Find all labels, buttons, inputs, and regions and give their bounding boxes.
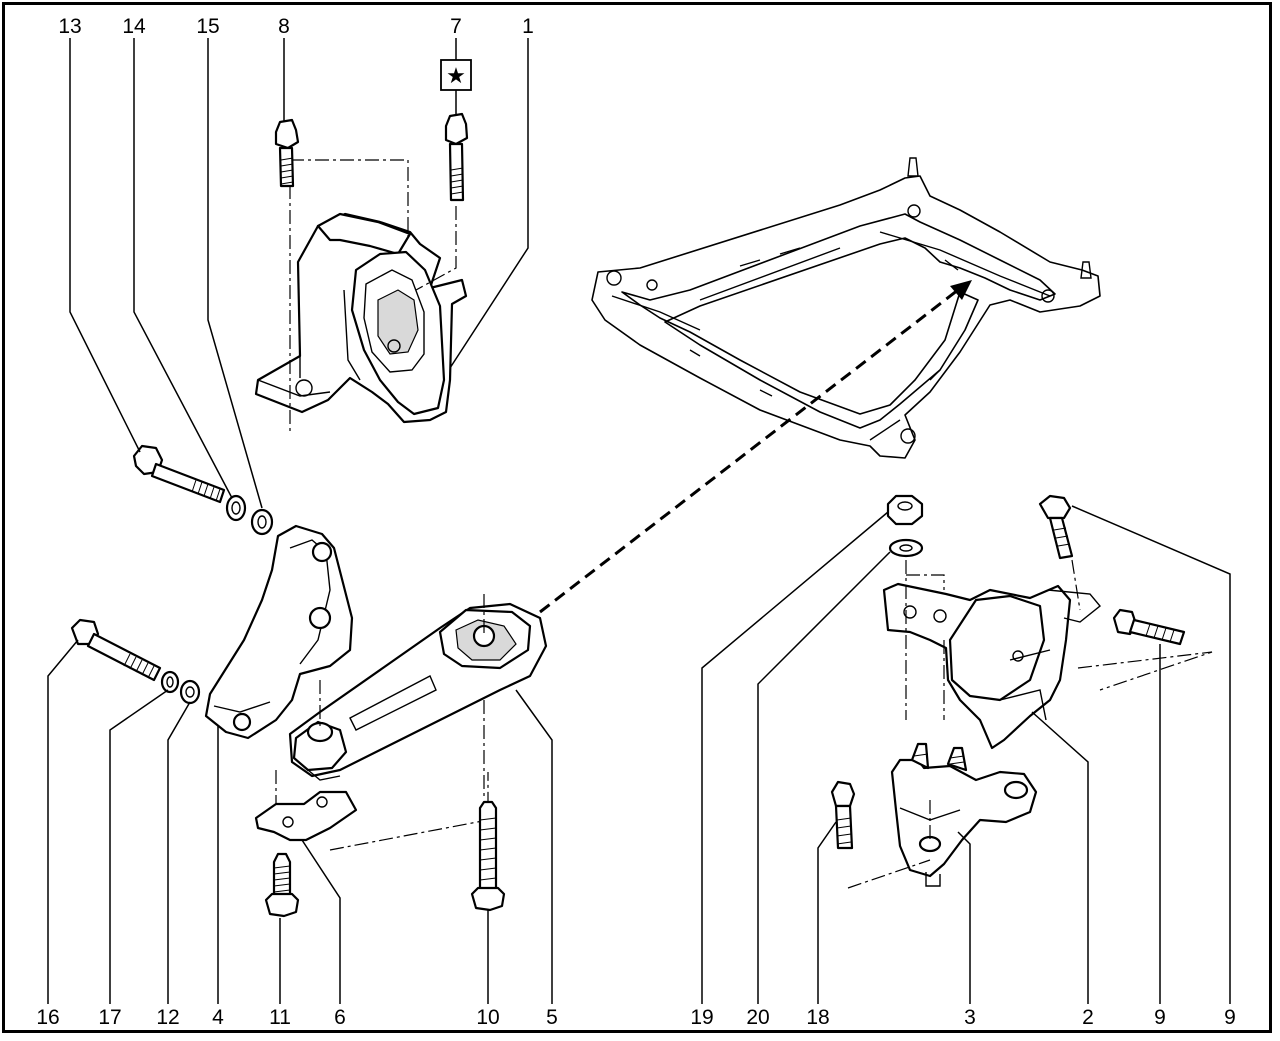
- bolt-11: [264, 852, 300, 918]
- callout-5: 5: [546, 1006, 558, 1029]
- callout-13: 13: [58, 15, 81, 38]
- callout-20: 20: [746, 1006, 769, 1029]
- callout-15: 15: [196, 15, 219, 38]
- callout-14: 14: [122, 15, 146, 38]
- nut-19: [886, 494, 924, 526]
- engine-mount-1: [254, 212, 468, 424]
- subframe-crossmember: [591, 157, 1101, 459]
- callout-9-left: 9: [1154, 1006, 1166, 1029]
- bolt-16: [70, 618, 162, 682]
- torque-rod-5: [288, 602, 548, 781]
- bolt-7: [444, 112, 469, 202]
- washer-14: [225, 494, 247, 522]
- callout-12: 12: [156, 1006, 179, 1029]
- torque-star-icon: ★: [446, 64, 466, 89]
- washer-12: [179, 679, 201, 705]
- callout-10: 10: [476, 1006, 499, 1029]
- callout-4: 4: [212, 1006, 224, 1029]
- bolt-9-upper: [1038, 494, 1074, 560]
- callout-9-right: 9: [1224, 1006, 1236, 1029]
- callout-7: 7: [450, 15, 462, 38]
- washer-20: [888, 538, 924, 558]
- assembly-arrow: [539, 280, 972, 614]
- callout-1: 1: [522, 15, 534, 38]
- bolt-18: [830, 780, 856, 850]
- washer-15: [250, 508, 274, 536]
- callout-17: 17: [98, 1006, 121, 1029]
- callout-11: 11: [269, 1006, 291, 1029]
- callout-8: 8: [278, 15, 290, 38]
- bracket-3: [890, 742, 1038, 887]
- plate-6: [254, 790, 358, 842]
- bracket-4: [204, 524, 354, 740]
- callout-19: 19: [690, 1006, 713, 1029]
- callout-6: 6: [334, 1006, 346, 1029]
- leader-lines: [47, 38, 1231, 1004]
- bolt-9-side: [1112, 608, 1186, 646]
- callout-18: 18: [806, 1006, 829, 1029]
- engine-mount-2: [882, 582, 1101, 750]
- callout-16: 16: [36, 1006, 59, 1029]
- callout-3: 3: [964, 1006, 976, 1029]
- bolt-13: [132, 444, 226, 504]
- washer-17: [160, 670, 180, 694]
- bolt-10: [470, 800, 506, 912]
- bolt-8: [274, 118, 300, 188]
- callout-2: 2: [1082, 1006, 1094, 1029]
